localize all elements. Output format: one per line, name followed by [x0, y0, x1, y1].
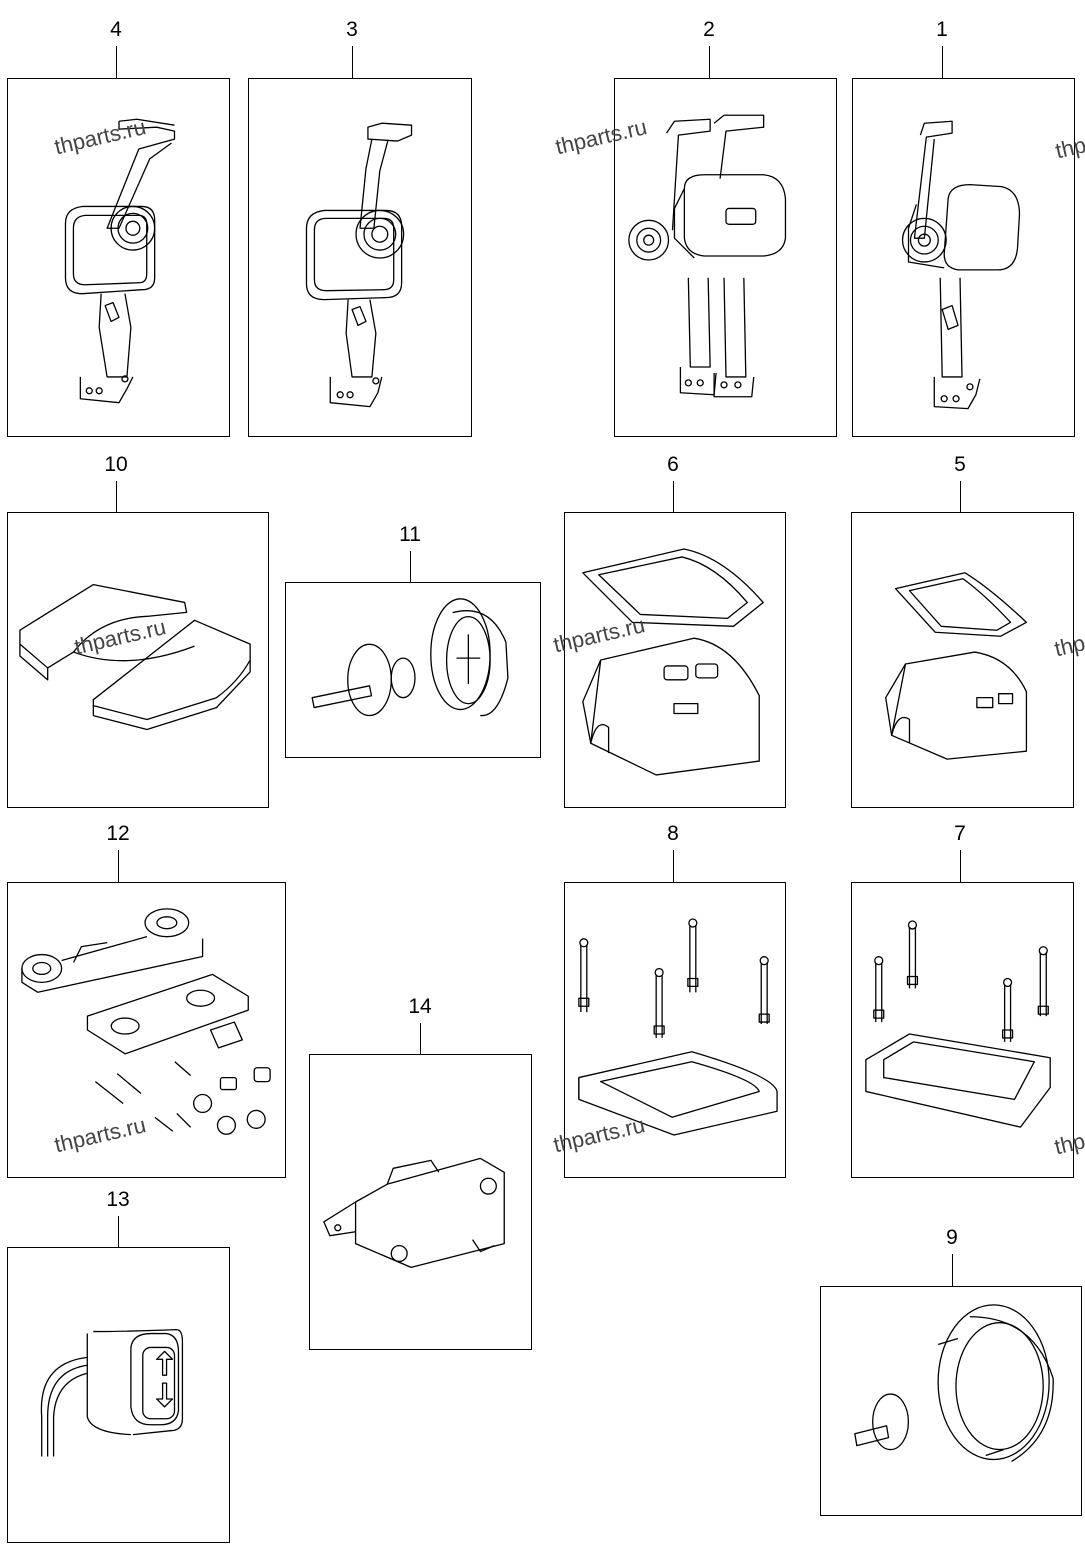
single-lever-top-mount-control-icon: [853, 79, 1074, 436]
leader-line: [420, 1023, 421, 1055]
neutral-button-knob-icon: [286, 583, 540, 757]
part-panel-12: thparts.ru: [7, 882, 286, 1178]
trim-tilt-switch-icon: [8, 1248, 229, 1542]
part-number-4: 4: [110, 18, 122, 41]
leader-line: [116, 481, 117, 513]
part-number-12: 12: [106, 822, 130, 845]
part-panel-5: thparts.ru: [851, 512, 1085, 808]
part-panel-14: [309, 1054, 532, 1350]
part-panel-13: [7, 1247, 230, 1543]
single-top-cover-housing-icon: [852, 513, 1073, 807]
part-panel-11: [285, 582, 541, 758]
split-gasket-plate-icon: [8, 513, 268, 807]
part-number-5: 5: [954, 453, 966, 476]
hardware-kit-icon: [8, 883, 285, 1177]
leader-line: [673, 481, 674, 513]
part-number-1: 1: [936, 18, 948, 41]
leader-line: [942, 46, 943, 78]
single-base-spacer-with-bolts-icon: [852, 883, 1073, 1177]
twin-top-cover-housing-icon: [565, 513, 785, 807]
leader-line: [952, 1254, 953, 1286]
part-number-2: 2: [703, 18, 715, 41]
part-number-14: 14: [408, 995, 432, 1018]
part-panel-9: [820, 1286, 1082, 1516]
part-number-10: 10: [104, 453, 128, 476]
leader-line: [352, 46, 353, 78]
part-panel-8: thparts.ru: [551, 882, 786, 1178]
part-number-7: 7: [954, 822, 966, 845]
leader-line: [118, 850, 119, 883]
leader-line: [673, 850, 674, 883]
part-panel-3: [248, 78, 472, 437]
part-number-13: 13: [106, 1188, 130, 1211]
part-number-3: 3: [346, 18, 358, 41]
part-number-11: 11: [399, 523, 421, 546]
leader-line: [709, 46, 710, 78]
leader-line: [410, 551, 411, 583]
part-panel-6: thparts.ru: [551, 512, 786, 808]
knob-ring-icon: [821, 1287, 1081, 1515]
part-number-9: 9: [946, 1226, 958, 1249]
single-lever-flush-mount-control-icon: [249, 79, 471, 436]
part-panel-4: thparts.ru: [7, 78, 230, 437]
part-panel-1: thparts.ru: [852, 78, 1085, 437]
leader-line: [116, 46, 117, 78]
part-panel-7: thparts.ru: [851, 882, 1085, 1178]
leader-line: [118, 1216, 119, 1248]
twin-base-spacer-with-bolts-icon: [565, 883, 785, 1177]
leader-line: [960, 481, 961, 513]
twin-lever-top-mount-control-icon: [615, 79, 836, 436]
part-number-6: 6: [667, 453, 679, 476]
leader-line: [960, 850, 961, 883]
part-number-8: 8: [667, 822, 679, 845]
single-lever-side-mount-control-icon: [8, 79, 229, 436]
micro-switch-icon: [310, 1055, 531, 1349]
part-panel-10: thparts.ru: [7, 512, 269, 808]
part-panel-2: thparts.ru: [553, 78, 837, 437]
